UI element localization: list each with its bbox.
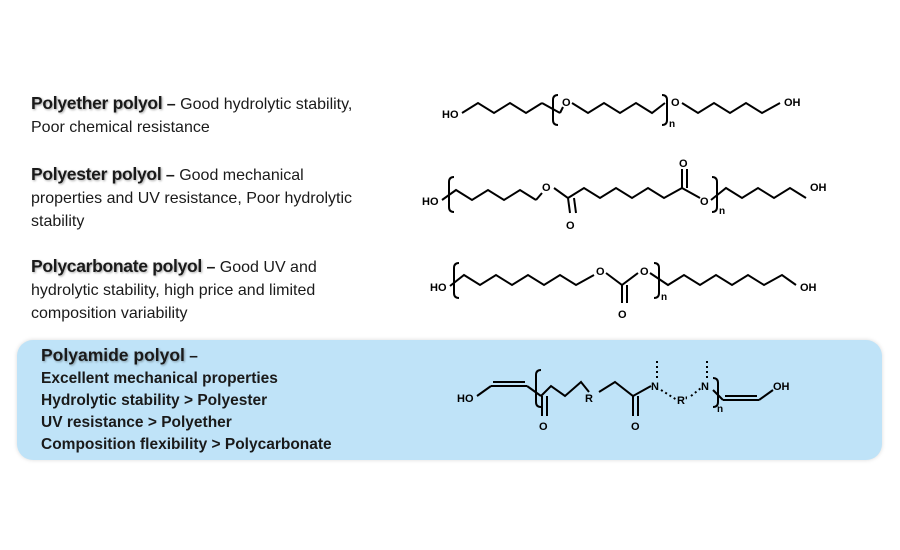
polyether-oh: OH [784, 97, 801, 109]
polyamide-line-3: UV resistance > Polyether [41, 414, 232, 431]
polyether-n: n [669, 119, 675, 130]
polycarbonate-o2: O [618, 309, 627, 321]
polyester-text: Good mechanical properties and UV resist… [31, 167, 353, 230]
polyamide-description: Polyamide polyol – Excellent mechanical … [41, 344, 421, 456]
polyamide-line-4: Composition flexibility > Polycarbonate [41, 436, 332, 453]
polycarbonate-structure: HO O O O n OH [430, 262, 817, 321]
polyamide-o2: O [631, 421, 640, 433]
polyester-oh: OH [810, 182, 827, 194]
polyether-text: Good hydrolytic stability, Poor chemical… [31, 96, 353, 136]
polyester-title: Polyester polyol [31, 164, 162, 184]
polyester-n: n [719, 206, 725, 217]
polyester-ho: HO [422, 196, 439, 208]
polyamide-title: Polyamide polyol [41, 345, 185, 365]
polyester-o1: O [542, 182, 551, 194]
polyamide-structure: HO R O O N R' N n OH [457, 358, 790, 433]
polycarbonate-text: Good UV and hydrolytic stability, high p… [31, 259, 317, 322]
polyether-dash: – [166, 96, 176, 113]
polycarbonate-n: n [661, 292, 667, 303]
polycarbonate-ho: HO [430, 282, 447, 294]
polycarbonate-dash: – [206, 259, 216, 276]
polyamide-line-1: Excellent mechanical properties [41, 370, 278, 387]
polyamide-r-prime: R' [677, 395, 688, 407]
polyamide-n2: N [701, 381, 709, 393]
polyether-o1: O [562, 97, 571, 109]
polycarbonate-o3: O [640, 266, 649, 278]
polyester-structure: HO O O O O n OH [422, 158, 827, 232]
polyamide-n1: N [651, 381, 659, 393]
polyamide-line-2: Hydrolytic stability > Polyester [41, 392, 268, 409]
polyester-o4: O [700, 196, 709, 208]
polyether-description: Polyether polyol – Good hydrolytic stabi… [31, 92, 371, 139]
polyester-o2: O [566, 220, 575, 232]
polyether-o2: O [671, 97, 680, 109]
polycarbonate-o1: O [596, 266, 605, 278]
polyether-title: Polyether polyol [31, 93, 163, 113]
polyester-description: Polyester polyol – Good mechanical prope… [31, 163, 371, 233]
polyether-ho: HO [442, 109, 459, 121]
polyamide-o1: O [539, 421, 548, 433]
polyamide-ho: HO [457, 393, 474, 405]
polyamide-r: R [585, 393, 593, 405]
polyamide-dash: – [189, 348, 198, 365]
polyester-dash: – [165, 167, 175, 184]
polycarbonate-oh: OH [800, 282, 817, 294]
polyamide-oh: OH [773, 381, 790, 393]
polyamide-n-sub: n [717, 404, 723, 415]
polyester-o3: O [679, 158, 688, 170]
polycarbonate-description: Polycarbonate polyol – Good UV and hydro… [31, 255, 371, 325]
polyether-structure: HO O n O OH [442, 94, 801, 130]
polycarbonate-title: Polycarbonate polyol [31, 256, 202, 276]
